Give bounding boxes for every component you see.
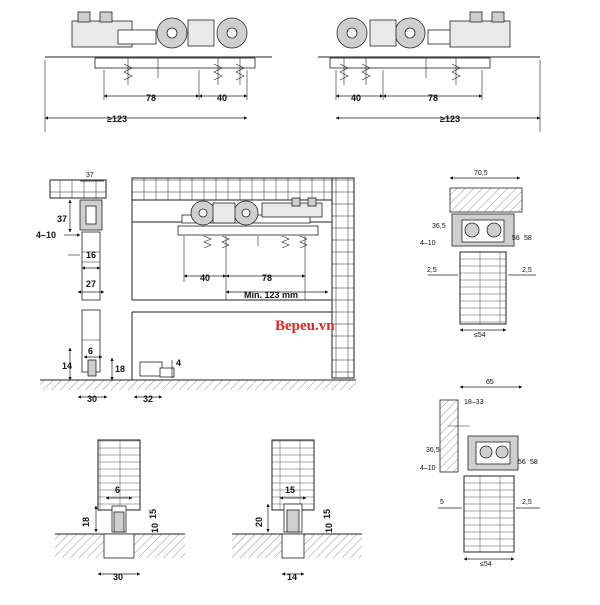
pb-dim-gap: 4–10: [420, 465, 436, 472]
section-view: 37 37 4–10 16 27 6 14 18 30: [36, 172, 125, 404]
elevation-view: 40 78 Min. 123 mm Bepeu.vn 4 32: [120, 177, 356, 404]
pt-dim-h: 36,5: [432, 223, 446, 230]
ga-dim-15: 15: [148, 509, 158, 519]
top-right-fitting: 40 78 ≥123: [318, 11, 541, 132]
ev-dim-40: 40: [200, 273, 210, 283]
pt-dim-t: ≤54: [474, 332, 486, 339]
ev-dim-78: 78: [262, 273, 272, 283]
pb-dim-58: 58: [530, 459, 538, 466]
pt-dim-r: 2,5: [522, 267, 532, 274]
sv-dim-16: 16: [86, 250, 96, 260]
ga-dim-6: 6: [115, 485, 120, 495]
gb-dim-15: 15: [285, 485, 295, 495]
profile-section-bottom: 65 18–33 36,5 4–10 56 58 5 2,5 ≤54: [420, 379, 540, 568]
floor-guide-a: 6 18 15 10 30: [55, 439, 185, 582]
sv-dim-14: 14: [62, 361, 72, 371]
gb-dim-10: 10: [324, 523, 334, 533]
gb-dim-15b: 15: [322, 509, 332, 519]
tr-dim-78: 78: [428, 93, 438, 103]
sv-dim-h37: 37: [57, 214, 67, 224]
ev-dim-32: 32: [143, 394, 153, 404]
profile-section-top: 70,5 36,5 4–10 56 58 2,5 2,5 ≤54: [420, 170, 536, 339]
pt-dim-l: 2,5: [427, 267, 437, 274]
sv-dim-30: 30: [87, 394, 97, 404]
top-left-fitting: 78 40 ≥123: [44, 11, 272, 132]
pb-dim-r: 18–33: [464, 399, 484, 406]
pb-dim-l: 5: [440, 499, 444, 506]
pb-dim-h: 36,5: [426, 447, 440, 454]
pb-dim-w: 65: [486, 379, 494, 386]
sv-dim-27: 27: [86, 279, 96, 289]
gb-dim-20: 20: [254, 517, 264, 527]
ev-dim-4: 4: [176, 358, 181, 368]
ga-dim-18: 18: [81, 517, 91, 527]
ev-dim-min: Min. 123 mm: [244, 290, 298, 300]
brand-watermark: Bepeu.vn: [275, 318, 335, 334]
gb-dim-14: 14: [287, 572, 297, 582]
sv-dim-w37: 37: [86, 172, 94, 179]
sv-dim-gap: 4–10: [36, 230, 56, 240]
tl-dim-total: ≥123: [107, 114, 127, 124]
ga-dim-30: 30: [113, 572, 123, 582]
sv-dim-18: 18: [115, 364, 125, 374]
pb-dim-r2: 2,5: [522, 499, 532, 506]
tr-dim-40: 40: [351, 93, 361, 103]
sv-dim-6: 6: [88, 346, 93, 356]
pt-dim-56: 56: [512, 235, 520, 242]
floor-guide-b: 15 20 15 10 14: [232, 439, 362, 582]
pb-dim-t: ≤54: [480, 561, 492, 568]
tr-dim-total: ≥123: [440, 114, 460, 124]
pt-dim-gap: 4–10: [420, 240, 436, 247]
tl-dim-40: 40: [217, 93, 227, 103]
ga-dim-10: 10: [150, 523, 160, 533]
pb-dim-56: 56: [518, 459, 526, 466]
pt-dim-58: 58: [524, 235, 532, 242]
pt-dim-w: 70,5: [474, 170, 488, 177]
tl-dim-78: 78: [146, 93, 156, 103]
